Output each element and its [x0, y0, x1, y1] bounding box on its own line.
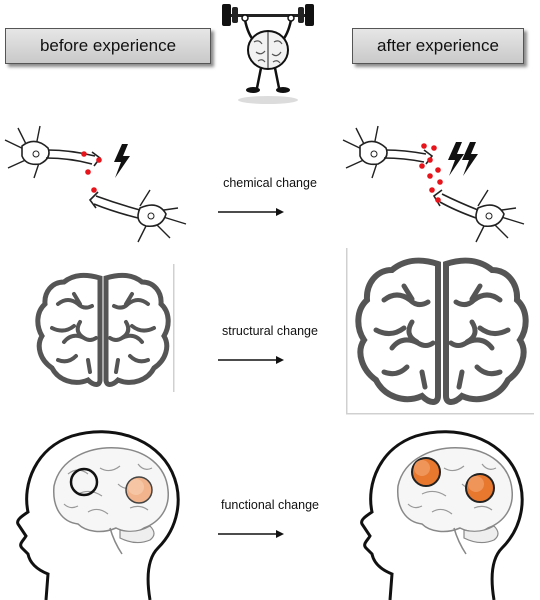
after-experience-label: after experience — [352, 28, 524, 64]
neuron-synapse-after-icon — [342, 125, 525, 243]
functional-arrow — [218, 530, 284, 538]
neuron-synapse-before-icon — [4, 125, 187, 243]
chemical-change-label: chemical change — [223, 176, 317, 190]
before-experience-label: before experience — [5, 28, 211, 64]
head-brain-before-icon — [16, 430, 180, 600]
head-brain-after-icon — [360, 430, 524, 600]
functional-change-label: functional change — [221, 498, 319, 512]
chemical-arrow — [218, 208, 284, 216]
structural-change-label: structural change — [222, 324, 318, 338]
brain-before-icon — [35, 264, 175, 392]
weightlifting-brain-icon — [222, 4, 314, 104]
structural-arrow — [218, 356, 284, 364]
brain-after-icon — [346, 248, 534, 415]
